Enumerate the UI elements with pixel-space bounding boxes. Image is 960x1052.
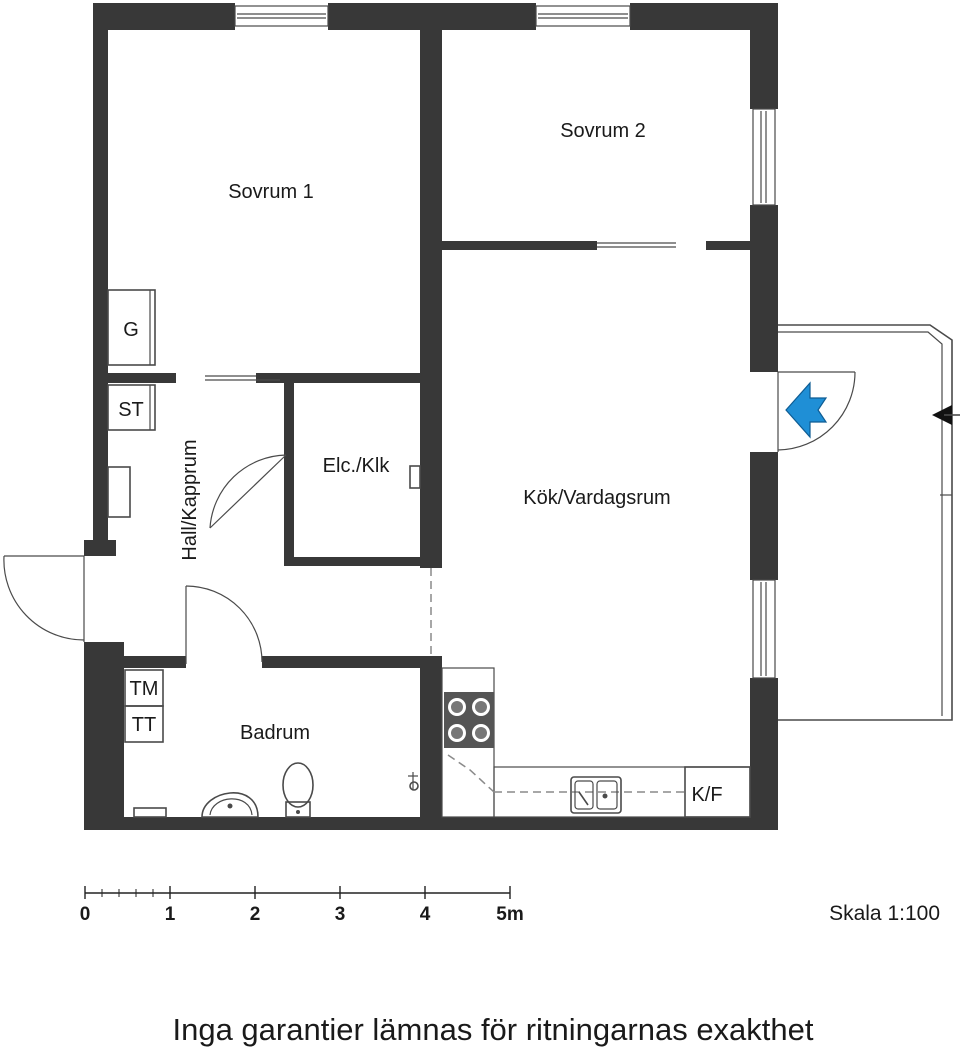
- closet-door: [209, 454, 287, 529]
- scale-text: Skala 1:100: [829, 902, 940, 925]
- hall-shelf: [107, 466, 131, 518]
- fixture-label-st: ST: [118, 399, 144, 421]
- room-label-sovrum-1: Sovrum 1: [228, 181, 314, 203]
- shower-fixture: [408, 772, 419, 791]
- scale-tick-1: 1: [165, 904, 176, 925]
- toilet: [282, 762, 314, 818]
- scale-tick-0: 0: [80, 904, 91, 925]
- room-label-sovrum-2: Sovrum 2: [560, 120, 646, 142]
- bathroom-door: [185, 585, 263, 664]
- fixture-label-g: G: [123, 319, 139, 341]
- scale-tick-5m: 5m: [496, 904, 523, 925]
- room-label-badrum: Badrum: [240, 722, 310, 744]
- balcony: [778, 324, 953, 721]
- storage-st: [107, 384, 156, 431]
- windows: [234, 5, 776, 679]
- bathroom-sink: [201, 792, 259, 818]
- room-label-elc-klk: Elc./Klk: [323, 455, 391, 477]
- fridge-freezer: [684, 766, 751, 818]
- dryer-tt: [124, 705, 164, 743]
- scale-tick-4: 4: [420, 904, 431, 925]
- disclaimer-text: Inga garantier lämnas för ritningarnas e…: [172, 1012, 813, 1047]
- interior-walls: [108, 3, 750, 830]
- scale-tick-3: 3: [335, 904, 346, 925]
- scale-bar: 0 1 2 3 4 5m: [80, 886, 524, 925]
- balcony-door: [777, 371, 856, 452]
- fixture-label-tm: TM: [130, 678, 159, 700]
- kitchen-sink: [570, 776, 622, 814]
- sliding-doors: [205, 242, 676, 381]
- room-label-hall: Hall/Kapprum: [179, 439, 201, 560]
- entrance-door: [3, 555, 85, 642]
- entrance-arrow-icon: [785, 381, 828, 439]
- floor-drain: [133, 807, 167, 818]
- fixture-label-kf: K/F: [691, 784, 722, 806]
- room-label-kok-vardagsrum: Kök/Vardagsrum: [523, 487, 670, 509]
- wardrobe-g: [107, 289, 156, 366]
- fixture-label-tt: TT: [132, 714, 156, 736]
- scale-tick-2: 2: [250, 904, 261, 925]
- triangle-arrow-icon: [932, 405, 952, 425]
- electric-panel: [409, 465, 421, 489]
- stove: [444, 692, 494, 748]
